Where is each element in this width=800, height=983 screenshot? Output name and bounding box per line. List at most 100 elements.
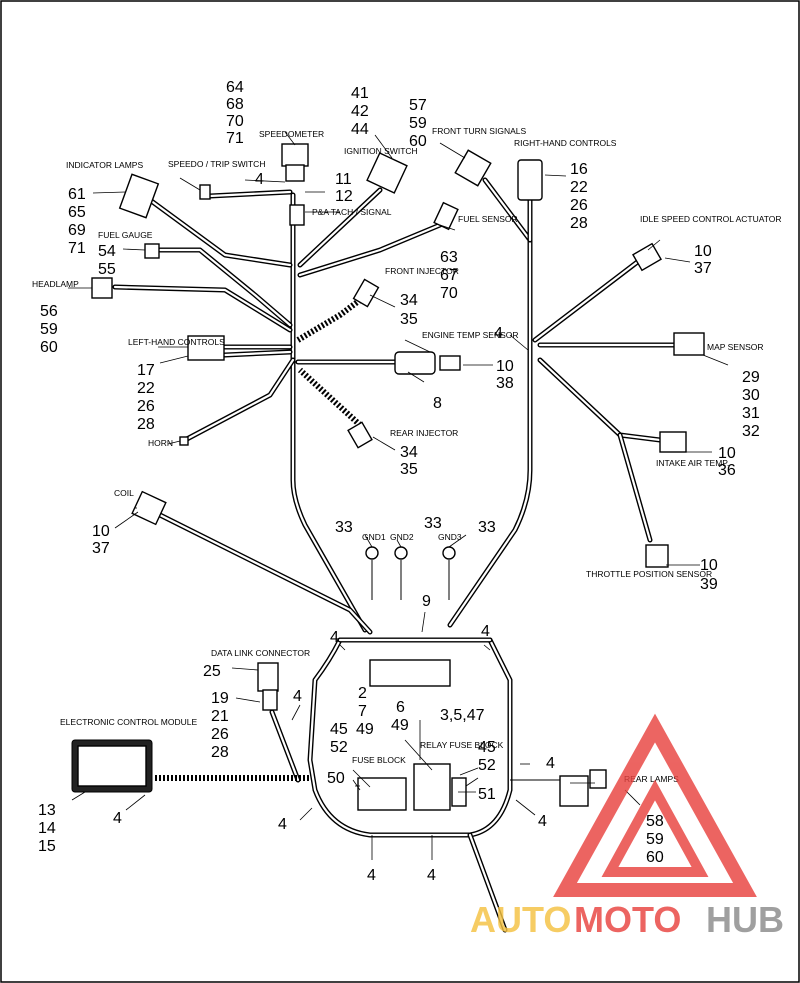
callout-ignition-1: 42 bbox=[351, 103, 369, 120]
callout-left-hand-0: 17 bbox=[137, 362, 155, 379]
watermark-text-moto: MOTO bbox=[574, 899, 681, 940]
label-horn: HORN bbox=[148, 438, 173, 448]
callout-ecm-1: 14 bbox=[38, 820, 56, 837]
callout-fuse-left-1: 52 bbox=[330, 739, 348, 756]
callout-center-a-0: 2 bbox=[358, 685, 367, 702]
callout-center-b-1: 49 bbox=[391, 717, 409, 734]
callout-harness-main: 8 bbox=[433, 395, 442, 412]
label-fuse-block: FUSE BLOCK bbox=[352, 755, 406, 765]
callout-fuel-gauge-1: 55 bbox=[98, 261, 116, 278]
callout-dlc-plug-3: 28 bbox=[211, 744, 229, 761]
label-intake-air-temp: INTAKE AIR TEMP. bbox=[656, 458, 729, 468]
label-coil: COIL bbox=[114, 488, 134, 498]
callout-indicator-lamps-3: 71 bbox=[68, 240, 86, 257]
callout-headlamp-2: 60 bbox=[40, 339, 58, 356]
callout-rear-lamps-1: 59 bbox=[646, 831, 664, 848]
label-fuel-sensor: FUEL SENSOR bbox=[458, 214, 518, 224]
harness-wires bbox=[112, 177, 678, 635]
callout-map-sensor-0: 29 bbox=[742, 369, 760, 386]
callout-headlamp-1: 59 bbox=[40, 321, 58, 338]
callout-gnd-0: 33 bbox=[335, 519, 353, 536]
watermark-text-hub: HUB bbox=[706, 899, 784, 940]
callout-rear-injector-0: 34 bbox=[400, 444, 418, 461]
watermark-logo: AUTO MOTO HUB bbox=[470, 713, 784, 940]
callout-ecm-2: 15 bbox=[38, 838, 56, 855]
label-headlamp: HEADLAMP bbox=[32, 279, 79, 289]
callout-fuse-51: 51 bbox=[478, 786, 496, 803]
callout-ignition-0: 41 bbox=[351, 85, 369, 102]
callout-dlc-plug-1: 21 bbox=[211, 708, 229, 725]
callout-rear-lamps-2: 60 bbox=[646, 849, 664, 866]
component-labels: SPEEDOMETER SPEEDO / TRIP SWITCH INDICAT… bbox=[32, 126, 782, 784]
components bbox=[71, 143, 705, 811]
callout-right-hand-0: 16 bbox=[570, 161, 588, 178]
label-front-turn-signals: FRONT TURN SIGNALS bbox=[432, 126, 526, 136]
callout-speedometer-1: 68 bbox=[226, 96, 244, 113]
callout-front-injector-1: 35 bbox=[400, 311, 418, 328]
callout-ignition-2: 44 bbox=[351, 121, 369, 138]
rear-injector-wire bbox=[297, 367, 363, 428]
callout-headlamp-0: 56 bbox=[40, 303, 58, 320]
callout-right-hand-2: 26 bbox=[570, 197, 588, 214]
label-throttle-position-sensor: THROTTLE POSITION SENSOR bbox=[586, 569, 712, 579]
callout-intake-air-0: 10 bbox=[718, 445, 736, 462]
callout-front-turn-0: 57 bbox=[409, 97, 427, 114]
label-rear-injector: REAR INJECTOR bbox=[390, 428, 458, 438]
callout-fuel-sensor-2: 70 bbox=[440, 285, 458, 302]
callout-fuel-sensor-1: 67 bbox=[440, 267, 458, 284]
callout-ecm-clip: 4 bbox=[113, 810, 122, 827]
callout-rear-lamps-0: 58 bbox=[646, 813, 664, 830]
label-engine-temp-sensor: ENGINE TEMP SENSOR bbox=[422, 330, 519, 340]
callout-speedometer-3: 71 bbox=[226, 130, 244, 147]
callout-indicator-lamps-2: 69 bbox=[68, 222, 86, 239]
callout-junction-right: 4 bbox=[494, 325, 503, 342]
callout-engine-temp-1: 38 bbox=[496, 375, 514, 392]
callout-speedometer-0: 64 bbox=[226, 79, 244, 96]
callout-bottom-4b: 4 bbox=[427, 867, 436, 884]
callout-front-turn-1: 59 bbox=[409, 115, 427, 132]
front-injector-wire bbox=[296, 297, 362, 343]
callout-numbers: 64 68 70 71 4 11 12 61 65 69 71 54 55 56… bbox=[38, 79, 760, 884]
callout-speedometer-2: 70 bbox=[226, 113, 244, 130]
callout-right-side-clip: 4 bbox=[546, 755, 555, 772]
callout-relay-right-1: 52 bbox=[478, 757, 496, 774]
label-speedometer: SPEEDOMETER bbox=[259, 129, 324, 139]
callout-rear-injector-1: 35 bbox=[400, 461, 418, 478]
label-gnd3: GND3 bbox=[438, 532, 462, 542]
callout-bottom-left-clip: 4 bbox=[278, 816, 287, 833]
label-right-hand-controls: RIGHT-HAND CONTROLS bbox=[514, 138, 617, 148]
callout-map-sensor-2: 31 bbox=[742, 405, 760, 422]
callout-coil-0: 10 bbox=[92, 523, 110, 540]
label-gnd2: GND2 bbox=[390, 532, 414, 542]
callout-relay-right-0: 45 bbox=[478, 739, 496, 756]
callout-indicator-lamps-0: 61 bbox=[68, 186, 86, 203]
leader-lines bbox=[68, 131, 729, 860]
label-ecm: ELECTRONIC CONTROL MODULE bbox=[60, 717, 197, 727]
callout-fuel-gauge-0: 54 bbox=[98, 243, 116, 260]
callout-pa-tach-0: 11 bbox=[335, 171, 352, 188]
callout-indicator-lamps-1: 65 bbox=[68, 204, 86, 221]
callout-throttle-1: 39 bbox=[700, 576, 718, 593]
callout-map-sensor-1: 30 bbox=[742, 387, 760, 404]
label-ignition-switch: IGNITION SWITCH bbox=[344, 146, 418, 156]
callout-dlc-clip: 4 bbox=[293, 688, 302, 705]
callout-fuse-50: 50 bbox=[327, 770, 345, 787]
callout-map-sensor-3: 32 bbox=[742, 423, 760, 440]
label-fuel-gauge: FUEL GAUGE bbox=[98, 230, 153, 240]
callout-cover: 9 bbox=[422, 593, 431, 610]
wiring-tray bbox=[155, 637, 560, 933]
callout-fuse-mid: 49 bbox=[356, 721, 374, 738]
callout-right-hand-1: 22 bbox=[570, 179, 588, 196]
callout-left-hand-1: 22 bbox=[137, 380, 155, 397]
callout-intake-air-1: 36 bbox=[718, 462, 736, 479]
label-gnd1: GND1 bbox=[362, 532, 386, 542]
label-map-sensor: MAP SENSOR bbox=[707, 342, 764, 352]
callout-pa-tach-1: 12 bbox=[335, 188, 353, 205]
callout-relay: 3,5,47 bbox=[440, 707, 485, 724]
callout-bottom-4a: 4 bbox=[367, 867, 376, 884]
callout-center-b-0: 6 bbox=[396, 699, 405, 716]
label-left-hand-controls: LEFT-HAND CONTROLS bbox=[128, 337, 225, 347]
callout-idle-speed-0: 10 bbox=[694, 243, 712, 260]
